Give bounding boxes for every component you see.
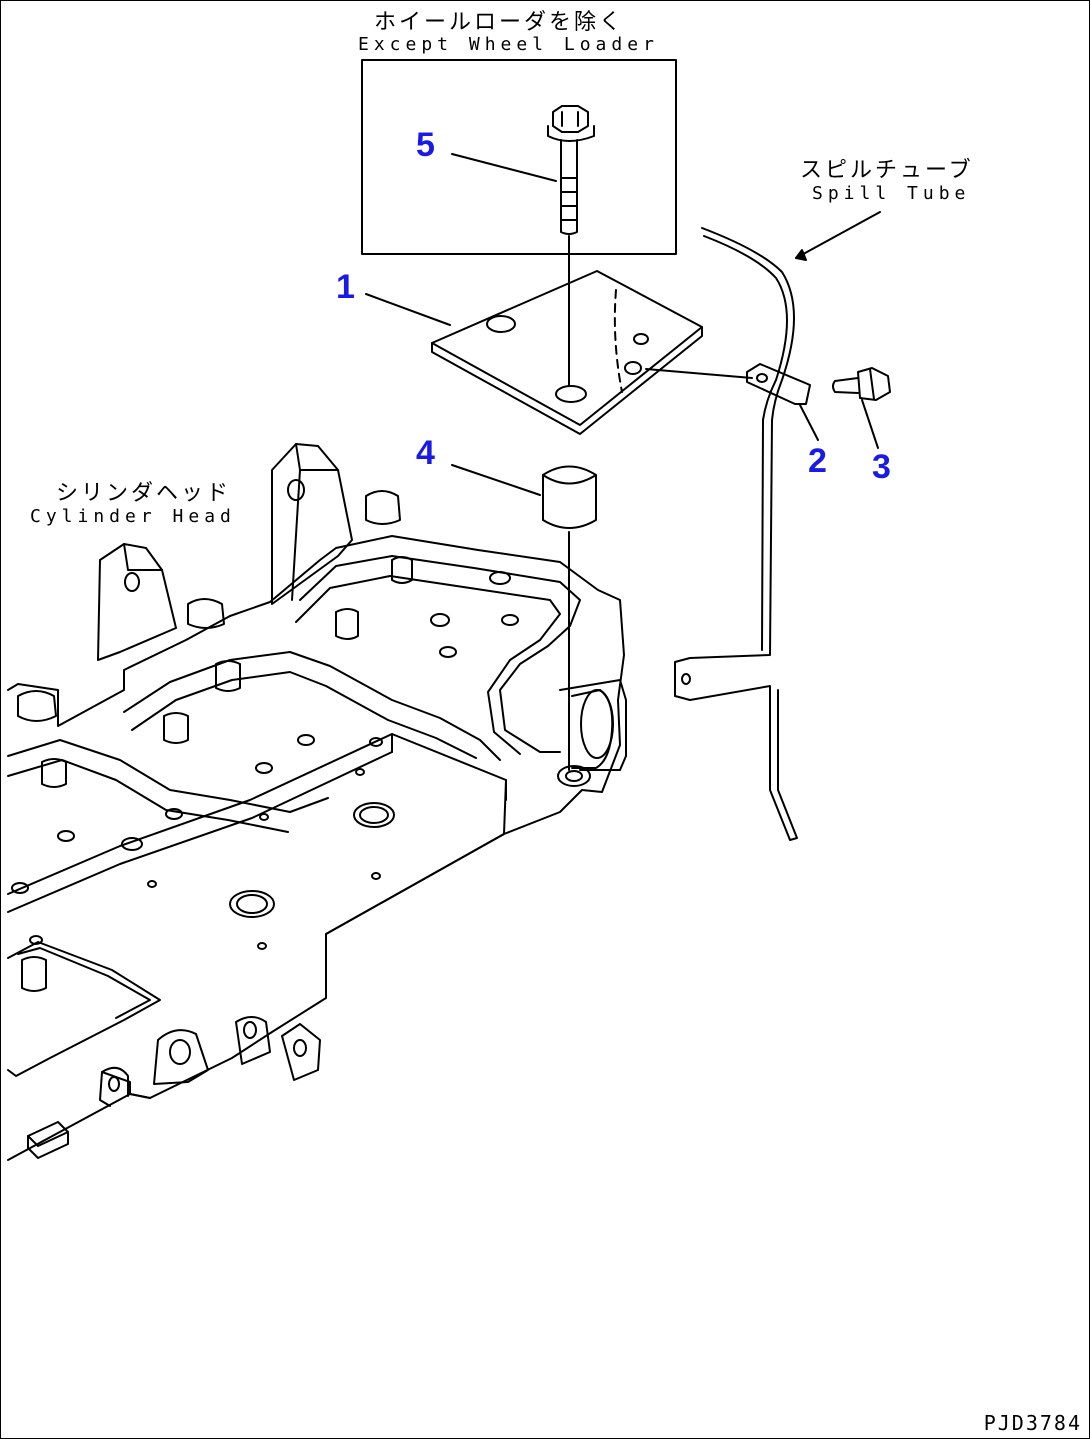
leader-2 (800, 405, 818, 440)
callout-5: 5 (416, 126, 435, 164)
leader-1 (366, 294, 450, 325)
bolt-part-5 (548, 106, 594, 234)
callout-1: 1 (336, 268, 355, 306)
callout-4: 4 (416, 434, 435, 472)
spill-tube (675, 228, 797, 840)
cylinder-head-en-label: Cylinder Head (30, 506, 236, 527)
except-wheel-loader-jp-label: ホイールローダを除く (374, 10, 625, 35)
inset-box (362, 60, 676, 254)
cylinder-head-jp-label: シリンダヘッド (56, 481, 232, 506)
except-wheel-loader-en-label: Except Wheel Loader (358, 34, 659, 55)
leader-plate-clip (646, 369, 752, 378)
spill-tube-jp-label: スピルチューブ (800, 158, 974, 183)
spacer-part-4 (543, 467, 596, 529)
callout-3: 3 (872, 448, 891, 486)
cylinder-head (8, 444, 626, 1160)
leader-spill-tube (796, 212, 880, 260)
drawing-code: PJD3784 (983, 1411, 1082, 1435)
leader-4 (452, 465, 540, 495)
plate-part-1 (432, 271, 702, 434)
clip-part-2 (747, 364, 810, 404)
bolt-part-3 (833, 368, 890, 400)
leader-5 (452, 154, 556, 181)
callout-2: 2 (808, 442, 827, 480)
spill-tube-en-label: Spill Tube (812, 183, 971, 204)
leader-3 (862, 400, 878, 448)
